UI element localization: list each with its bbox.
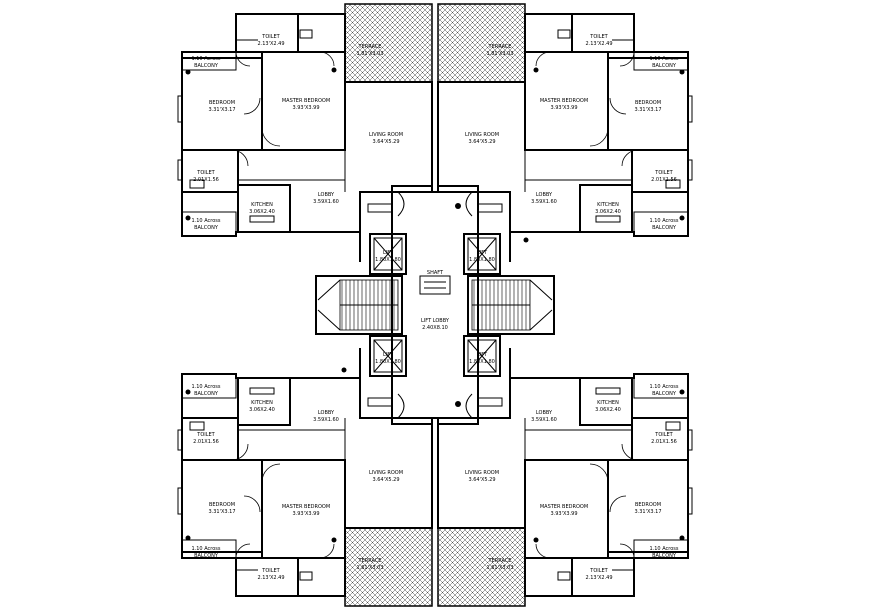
top-left-balcony-bottom-label: 1.10 Across — [191, 218, 220, 224]
top-right-balcony-top-label: BALCONY — [652, 63, 677, 69]
top-left-toilet-top-label: TOILET — [261, 34, 280, 40]
top-right-living-label: 3.64'X5.29 — [468, 139, 495, 145]
core-labels: LIFT 1.80X1.80 LIFT 1.80X1.80 LIFT 1.80X… — [375, 250, 495, 365]
top-left-terrace-label: TERRACE — [358, 44, 382, 50]
top-left-toilet-side-label: TOILET — [196, 170, 215, 176]
bottom-right-balcony-bottom-label: 1.10 Across — [649, 384, 678, 390]
top-right-bedroom-label: 3.31'X3.17 — [634, 107, 661, 113]
top-right-toilet-top-label: 2.13'X2.49 — [585, 41, 612, 47]
bottom-left-living-label: LIVING ROOM — [369, 470, 403, 476]
lift-dim: 1.80X1.80 — [375, 257, 401, 263]
bottom-left-balcony-top-label: BALCONY — [194, 553, 219, 559]
bottom-left-master-label: MASTER BEDROOM — [282, 504, 330, 510]
lift-dim: 1.80X1.80 — [375, 359, 401, 365]
top-right-master-label: MASTER BEDROOM — [540, 98, 588, 104]
lift-label: LIFT — [477, 352, 488, 358]
top-left-balcony-top-label: BALCONY — [194, 63, 219, 69]
bottom-left-bedroom-label: BEDROOM — [209, 502, 235, 508]
top-left-master-label: MASTER BEDROOM — [282, 98, 330, 104]
top-left-lobby-label: 3.59X1.60 — [313, 199, 339, 205]
lift-label: LIFT — [477, 250, 488, 256]
lift-dim: 1.80X1.80 — [469, 257, 495, 263]
top-right-toilet-side-label: 2.01X1.56 — [651, 177, 677, 183]
lobby-label: LIFT LOBBY — [421, 318, 450, 324]
top-right-balcony-top-label: 1.10 Across — [649, 56, 678, 62]
lift-label: LIFT — [383, 250, 394, 256]
top-left-bedroom-label: 3.31'X3.17 — [208, 107, 235, 113]
top-left-kitchen-label: 3.06X2.40 — [249, 209, 275, 215]
top-right-balcony-bottom-label: 1.10 Across — [649, 218, 678, 224]
top-left-bedroom-label: BEDROOM — [209, 100, 235, 106]
bottom-right-bedroom-label: BEDROOM — [635, 502, 661, 508]
bottom-right-toilet-top-label: 2.13'X2.49 — [585, 575, 612, 581]
bottom-left-lobby-label: LOBBY — [318, 410, 335, 416]
bottom-left-toilet-side-label: TOILET — [196, 432, 215, 438]
top-left-balcony-top-label: 1.10 Across — [191, 56, 220, 62]
top-right-lobby-label: LOBBY — [536, 192, 553, 198]
shaft-label: SHAFT — [427, 270, 444, 276]
bottom-right-terrace-label: TERRACE — [488, 558, 512, 564]
top-right-terrace-label: TERRACE — [488, 44, 512, 50]
top-right-toilet-top-label: TOILET — [589, 34, 608, 40]
bottom-left-balcony-bottom-label: BALCONY — [194, 391, 219, 397]
bottom-left-balcony-bottom-label: 1.10 Across — [191, 384, 220, 390]
top-right-balcony-bottom-label: BALCONY — [652, 225, 677, 231]
bottom-left-kitchen-label: 3.06X2.40 — [249, 407, 275, 413]
top-right-toilet-side-label: TOILET — [654, 170, 673, 176]
top-left-living-label: LIVING ROOM — [369, 132, 403, 138]
bottom-left-kitchen-label: KITCHEN — [251, 400, 273, 406]
core — [315, 191, 555, 419]
top-left-kitchen-label: KITCHEN — [251, 202, 273, 208]
bottom-left-toilet-top-label: TOILET — [261, 568, 280, 574]
bottom-left-toilet-top-label: 2.13'X2.49 — [257, 575, 284, 581]
top-right-bedroom-label: BEDROOM — [635, 100, 661, 106]
bottom-right-toilet-side-label: 2.01X1.56 — [651, 439, 677, 445]
top-right-kitchen-label: KITCHEN — [597, 202, 619, 208]
bottom-right-master-label: MASTER BEDROOM — [540, 504, 588, 510]
bottom-left-lobby-label: 3.59X1.60 — [313, 417, 339, 423]
lift-label: LIFT — [383, 352, 394, 358]
bottom-left-bedroom-label: 3.31'X3.17 — [208, 509, 235, 515]
top-left-balcony-bottom-label: BALCONY — [194, 225, 219, 231]
bottom-left-terrace-label: 1.81'X3.03 — [356, 565, 383, 571]
bottom-right-lobby-label: 3.59X1.60 — [531, 417, 557, 423]
bottom-left-living-label: 3.64'X5.29 — [372, 477, 399, 483]
bottom-right-toilet-top-label: TOILET — [589, 568, 608, 574]
top-left-living-label: 3.64'X5.29 — [372, 139, 399, 145]
top-right-lobby-label: 3.59X1.60 — [531, 199, 557, 205]
bottom-right-lobby-label: LOBBY — [536, 410, 553, 416]
top-right-living-label: LIVING ROOM — [465, 132, 499, 138]
bottom-left-terrace-label: TERRACE — [358, 558, 382, 564]
top-left-lobby-label: LOBBY — [318, 192, 335, 198]
top-right-master-label: 3.93'X3.99 — [550, 105, 577, 111]
bottom-right-living-label: LIVING ROOM — [465, 470, 499, 476]
bottom-right-master-label: 3.93'X3.99 — [550, 511, 577, 517]
bottom-right-terrace-label: 1.81'X3.03 — [486, 565, 513, 571]
bottom-right-balcony-top-label: BALCONY — [652, 553, 677, 559]
bottom-left-toilet-side-label: 2.01X1.56 — [193, 439, 219, 445]
top-left-master-label: 3.93'X3.99 — [292, 105, 319, 111]
bottom-right-balcony-top-label: 1.10 Across — [649, 546, 678, 552]
bottom-left-master-label: 3.93'X3.99 — [292, 511, 319, 517]
lobby-dim: 2.40X8.10 — [422, 325, 448, 331]
top-right-terrace-label: 1.81'X3.03 — [486, 51, 513, 57]
bottom-right-kitchen-label: 3.06X2.40 — [595, 407, 621, 413]
bottom-left-balcony-top-label: 1.10 Across — [191, 546, 220, 552]
top-right-kitchen-label: 3.06X2.40 — [595, 209, 621, 215]
lift-dim: 1.80X1.80 — [469, 359, 495, 365]
top-left-terrace-label: 1.81'X3.03 — [356, 51, 383, 57]
bottom-right-toilet-side-label: TOILET — [654, 432, 673, 438]
bottom-right-living-label: 3.64'X5.29 — [468, 477, 495, 483]
top-left-toilet-top-label: 2.13'X2.49 — [257, 41, 284, 47]
bottom-right-kitchen-label: KITCHEN — [597, 400, 619, 406]
top-left-toilet-side-label: 2.01X1.56 — [193, 177, 219, 183]
bottom-right-balcony-bottom-label: BALCONY — [652, 391, 677, 397]
bottom-right-bedroom-label: 3.31'X3.17 — [634, 509, 661, 515]
